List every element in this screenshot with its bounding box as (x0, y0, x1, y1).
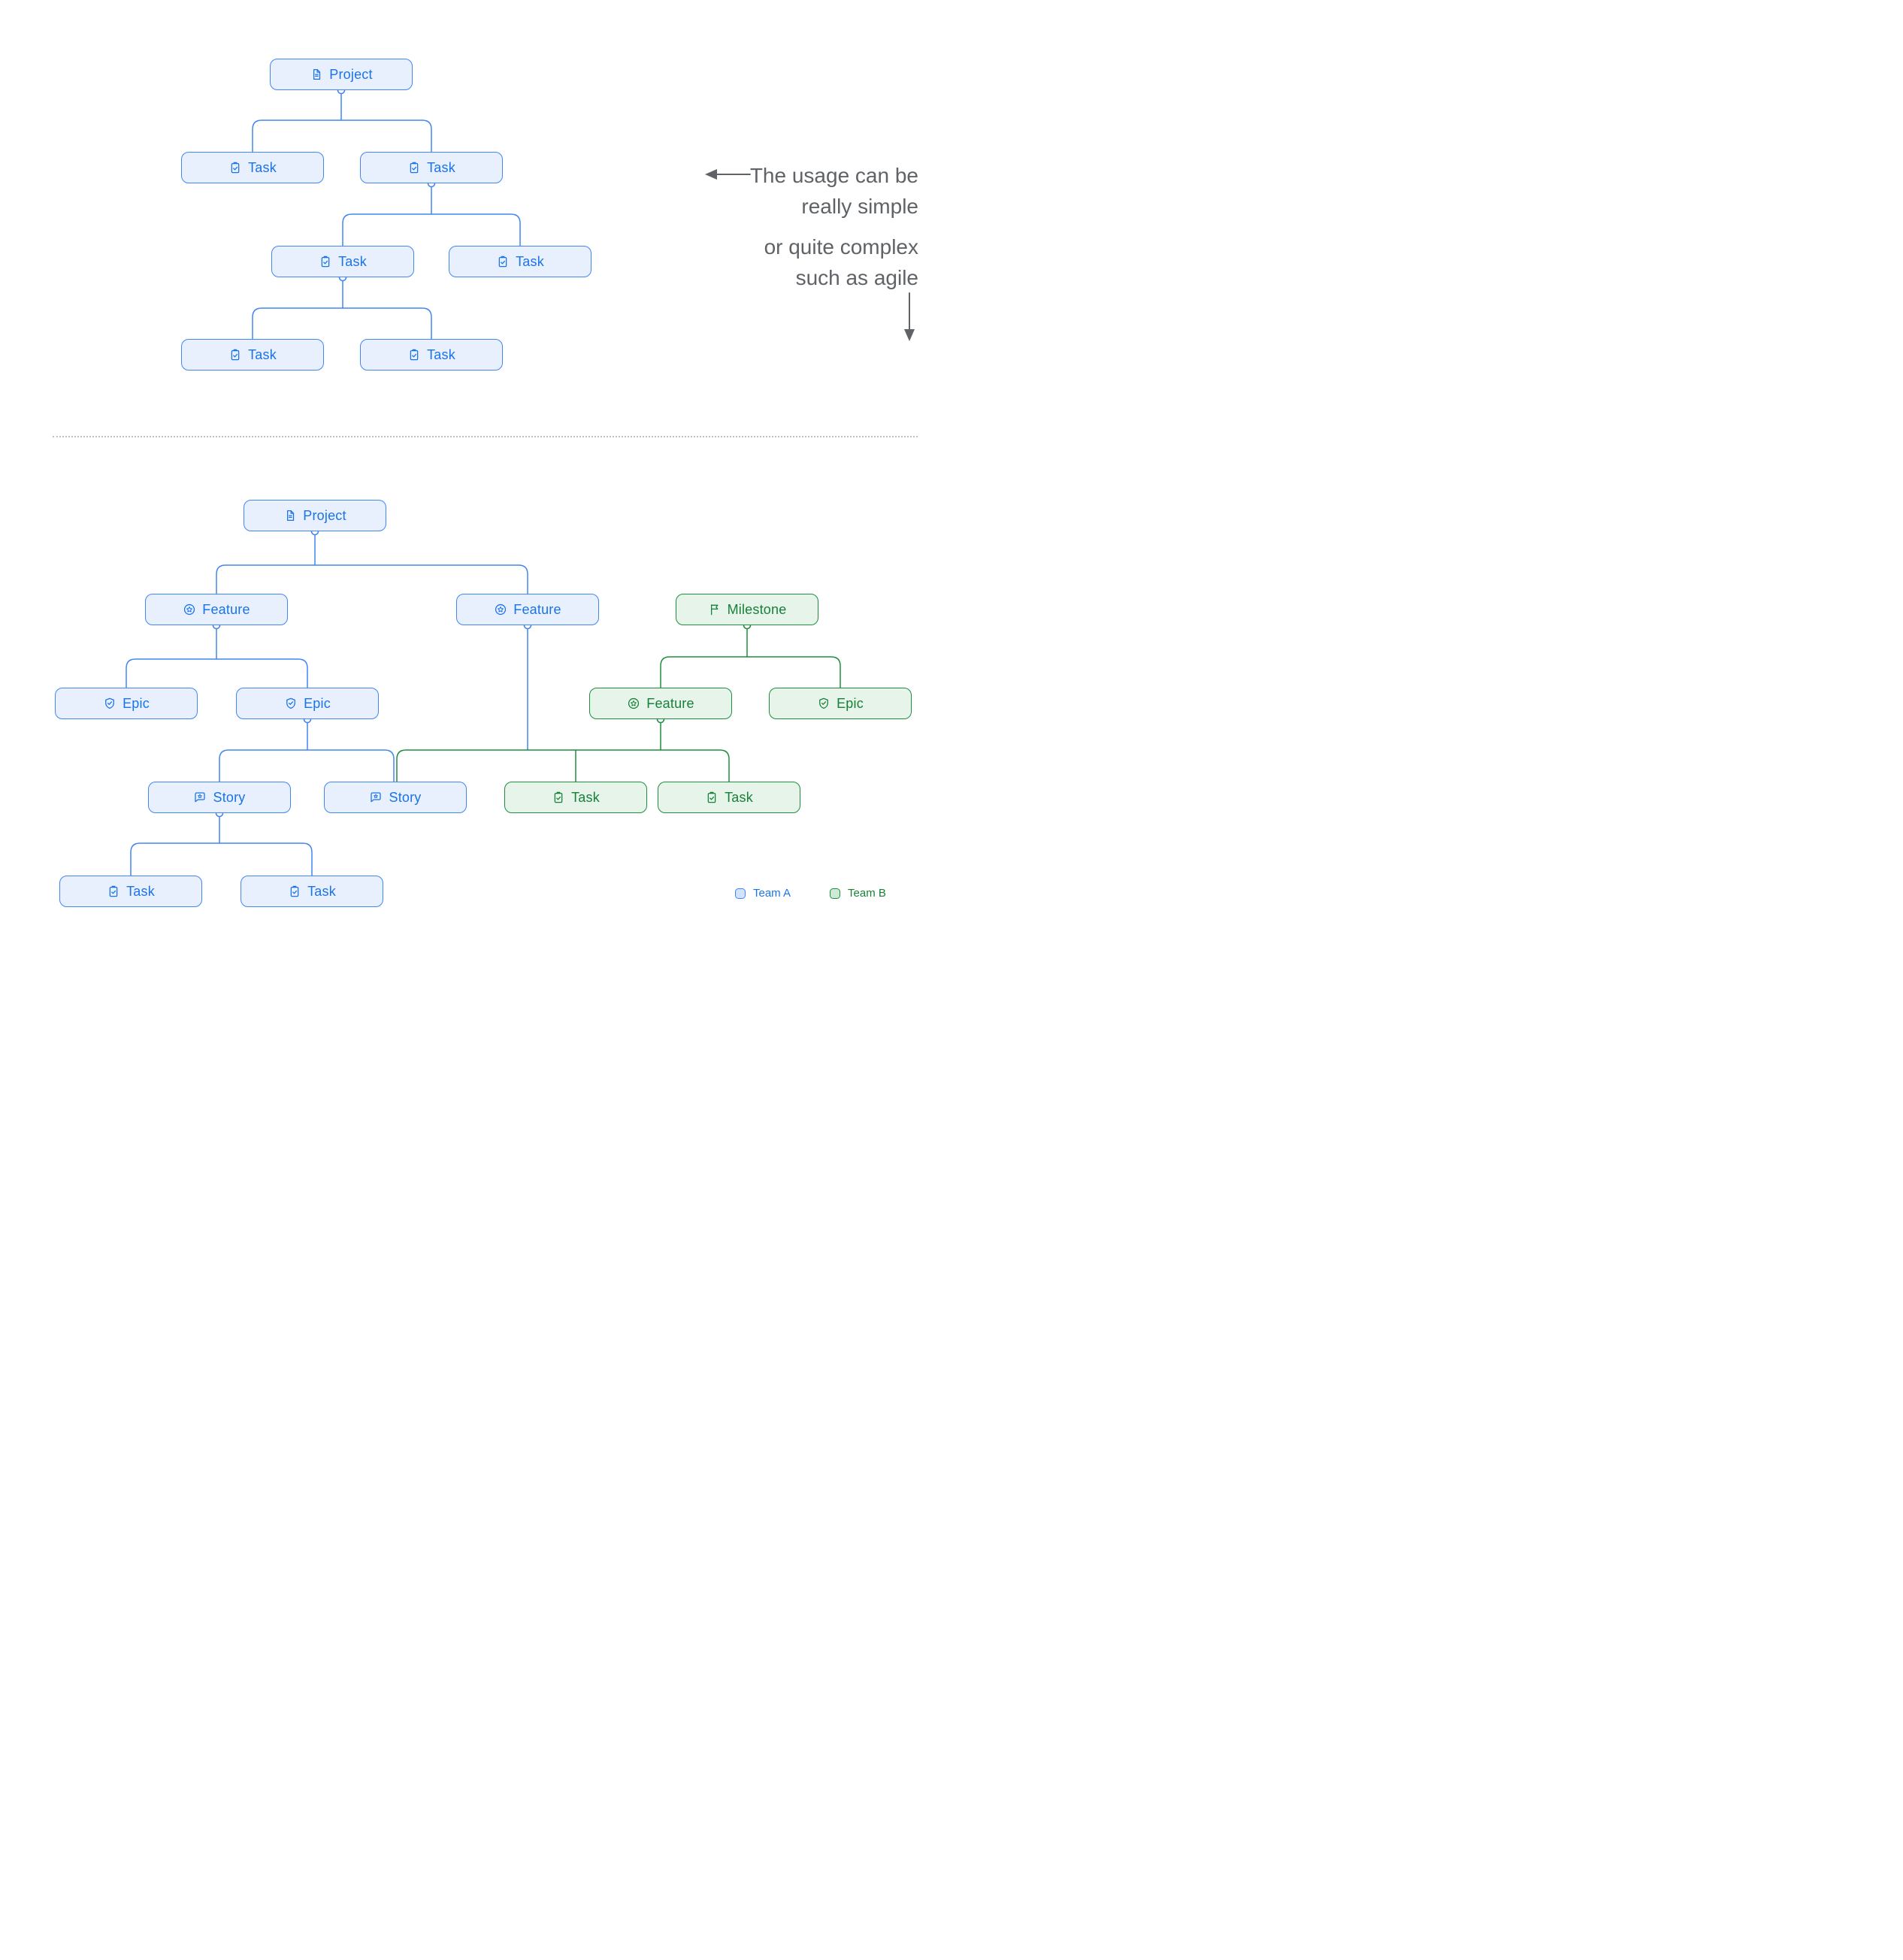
clipboard-check-icon (410, 162, 419, 174)
diagram-canvas: Project Task Task Task Task Task Task Th… (0, 0, 952, 980)
node-task-b2: Task (658, 782, 800, 813)
legend-item-team-a: Team A (735, 887, 791, 900)
clipboard-check-icon (290, 885, 299, 897)
shield-check-icon (286, 697, 295, 709)
team-a-connectors (126, 531, 528, 876)
node-feature-a2: Feature (456, 594, 599, 625)
node-label: Epic (304, 695, 331, 711)
node-label: Feature (513, 601, 561, 617)
node-label: Story (213, 789, 246, 805)
node-task-3: Task (271, 246, 414, 277)
left-arrow-icon (705, 169, 751, 180)
star-circle-icon (628, 697, 640, 709)
clipboard-check-icon (231, 349, 240, 361)
annotation-line: such as agile (795, 265, 918, 289)
node-project-simple: Project (270, 59, 413, 90)
node-epic-b: Epic (769, 688, 912, 719)
annotation-text: The usage can be really simple or quite … (663, 161, 918, 293)
node-task-a1: Task (59, 876, 202, 907)
node-epic-a2: Epic (236, 688, 379, 719)
clipboard-check-icon (554, 791, 563, 803)
node-label: Milestone (727, 601, 787, 617)
legend-item-team-b: Team B (830, 887, 886, 900)
node-label: Project (303, 507, 346, 523)
simple-tree-connectors (252, 89, 521, 340)
legend: Team A Team B (735, 887, 886, 900)
node-label: Task (427, 346, 455, 362)
dotted-divider (53, 436, 918, 437)
node-label: Task (126, 883, 155, 899)
node-label: Task (248, 159, 277, 175)
node-epic-a1: Epic (55, 688, 198, 719)
node-label: Epic (837, 695, 864, 711)
node-label: Task (571, 789, 600, 805)
node-label: Task (338, 253, 367, 269)
shield-check-icon (105, 697, 114, 709)
document-icon (313, 68, 321, 80)
clipboard-check-icon (109, 885, 118, 897)
clipboard-check-icon (321, 256, 330, 268)
node-feature-a1: Feature (145, 594, 288, 625)
annotation-paragraph-2: or quite complex such as agile (663, 232, 918, 293)
node-story-a2: Story (324, 782, 467, 813)
down-arrow-icon (904, 292, 915, 341)
node-label: Task (427, 159, 455, 175)
annotation-line: or quite complex (764, 235, 918, 259)
node-label: Task (516, 253, 544, 269)
connector-lines (126, 86, 915, 876)
node-label: Task (248, 346, 277, 362)
legend-label: Team A (753, 887, 791, 900)
annotation-line: The usage can be (749, 164, 918, 187)
annotation-paragraph-1: The usage can be really simple (663, 161, 918, 222)
document-icon (287, 510, 295, 522)
node-label: Feature (202, 601, 250, 617)
node-label: Task (725, 789, 753, 805)
legend-label: Team B (848, 887, 886, 900)
node-milestone-b: Milestone (676, 594, 818, 625)
node-label: Feature (646, 695, 694, 711)
node-task-1: Task (181, 152, 324, 183)
story-bubble-icon (371, 792, 382, 803)
team-b-swatch (830, 888, 841, 899)
node-task-b1: Task (504, 782, 647, 813)
team-b-connectors (396, 625, 841, 782)
node-task-a2: Task (241, 876, 383, 907)
node-task-6: Task (360, 339, 503, 371)
story-bubble-icon (195, 792, 206, 803)
node-label: Task (307, 883, 336, 899)
node-label: Story (389, 789, 422, 805)
clipboard-check-icon (231, 162, 240, 174)
node-feature-b: Feature (589, 688, 732, 719)
team-a-swatch (735, 888, 746, 899)
node-task-4: Task (449, 246, 591, 277)
node-label: Epic (123, 695, 150, 711)
node-label: Project (329, 66, 373, 82)
clipboard-check-icon (498, 256, 507, 268)
annotation-line: really simple (801, 194, 918, 218)
node-task-2: Task (360, 152, 503, 183)
node-story-a1: Story (148, 782, 291, 813)
flag-icon (710, 604, 719, 616)
clipboard-check-icon (707, 791, 716, 803)
node-project-complex: Project (244, 500, 386, 531)
node-task-5: Task (181, 339, 324, 371)
star-circle-icon (184, 603, 195, 616)
star-circle-icon (495, 603, 507, 616)
clipboard-check-icon (410, 349, 419, 361)
shield-check-icon (819, 697, 828, 709)
